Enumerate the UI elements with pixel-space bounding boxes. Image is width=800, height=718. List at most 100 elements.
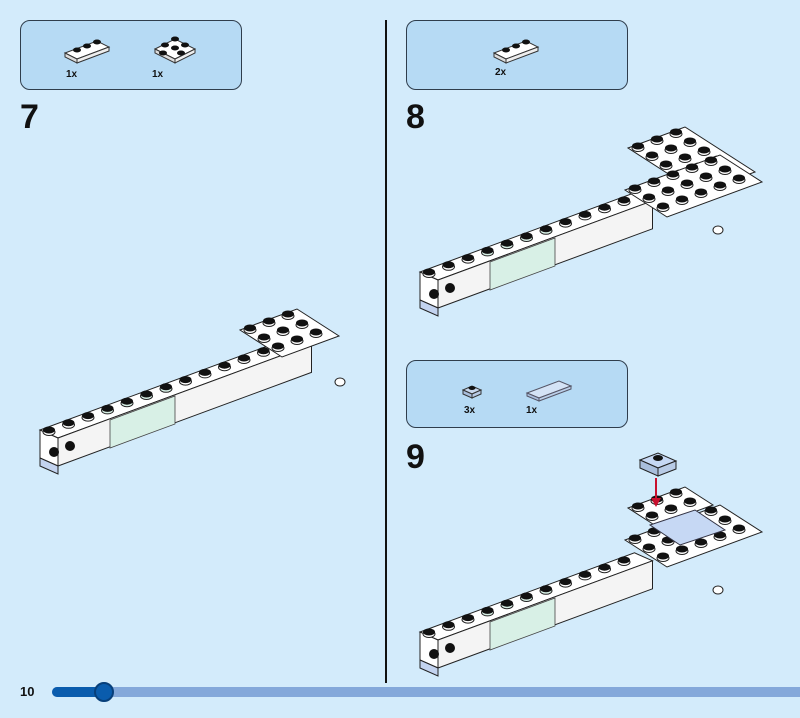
stud-top	[258, 333, 270, 341]
stud-top	[257, 347, 270, 355]
stud-top	[719, 515, 731, 523]
plate-1x3-icon	[63, 39, 111, 64]
stud-top	[140, 390, 153, 398]
stud-top	[579, 210, 591, 218]
stud-top	[618, 196, 630, 204]
page-divider	[385, 20, 387, 683]
stud-top	[629, 184, 641, 192]
beam-end-plate	[419, 659, 439, 677]
stud-top	[657, 552, 669, 560]
stud-top	[684, 137, 696, 145]
axle-end	[334, 377, 346, 387]
part-quantity: 1x	[526, 405, 538, 416]
stud-top	[291, 335, 303, 343]
stud-top	[670, 128, 682, 136]
stud-top	[442, 261, 455, 269]
progress-fill	[52, 687, 105, 697]
green-panel	[489, 597, 556, 651]
progress-knob	[94, 682, 115, 702]
stud-top	[559, 578, 572, 586]
stud-top	[646, 151, 658, 159]
progress-bar	[52, 682, 800, 702]
stud-top	[540, 225, 552, 233]
stud-top	[629, 534, 641, 542]
stud-top	[660, 160, 672, 168]
stud-top	[179, 376, 192, 384]
stud-top	[160, 383, 172, 391]
stud-top	[559, 218, 572, 226]
step-number: 7	[20, 98, 39, 136]
stud-top	[643, 543, 655, 551]
green-panel	[109, 395, 176, 449]
step-7-parts-box: 1x 1x	[20, 20, 242, 90]
stud-top	[733, 524, 745, 532]
stud-top	[686, 163, 698, 171]
stud-top	[43, 426, 55, 434]
stud-top	[540, 585, 552, 593]
stud-top	[618, 556, 630, 564]
stud-top	[681, 179, 693, 187]
axle-end	[712, 225, 724, 235]
stud-top	[648, 177, 660, 185]
part-quantity: 1x	[66, 69, 78, 80]
stud-top	[423, 268, 435, 276]
round-plate-1x1-icon	[461, 385, 483, 399]
stud-top	[238, 354, 250, 362]
stud-top	[579, 570, 591, 578]
beam-end-plate	[419, 299, 439, 317]
stud-top	[698, 146, 710, 154]
part-quantity: 2x	[495, 67, 507, 78]
stud-top	[695, 188, 707, 196]
stud-top	[62, 419, 75, 427]
stud-top	[272, 342, 284, 350]
pin-hole	[429, 289, 439, 299]
stud-top	[679, 153, 691, 161]
stud-top	[665, 144, 677, 152]
stud-top	[700, 172, 712, 180]
stud-top	[423, 628, 435, 636]
stud-top	[705, 506, 717, 514]
round-plate-side	[657, 460, 677, 477]
stud-top	[481, 246, 494, 254]
stud-top	[501, 599, 513, 607]
plate-1x3-icon	[492, 39, 540, 64]
stud-top	[676, 545, 688, 553]
stud-top	[501, 239, 513, 247]
stud-top	[263, 317, 275, 325]
stud-top	[665, 504, 677, 512]
pin-hole	[49, 447, 59, 457]
stud-top	[733, 174, 745, 182]
stud-top	[653, 455, 663, 461]
stud-top	[282, 310, 294, 318]
stud-top	[643, 193, 655, 201]
stud-top	[442, 621, 455, 629]
stud-top	[714, 531, 726, 539]
stud-top	[462, 254, 474, 262]
stud-top	[101, 404, 114, 412]
step-number: 9	[406, 438, 425, 476]
arrow-head-icon	[651, 498, 661, 507]
step-9-parts-box: 3x 1x	[406, 360, 628, 428]
stud-top	[667, 170, 679, 178]
pin-hole	[445, 283, 455, 293]
stud-top	[199, 368, 211, 376]
plate-cross-icon	[153, 36, 197, 64]
stud-top	[695, 538, 707, 546]
stud-top	[705, 156, 717, 164]
stud-top	[462, 614, 474, 622]
tile-1x4-icon	[525, 380, 573, 402]
stud-top	[714, 181, 726, 189]
pin-hole	[445, 643, 455, 653]
stud-top	[598, 563, 611, 571]
stud-top	[657, 202, 669, 210]
pin-hole	[65, 441, 75, 451]
step-8-parts-box: 2x	[406, 20, 628, 90]
stud-top	[670, 488, 682, 496]
axle-end	[712, 585, 724, 595]
stud-top	[277, 326, 289, 334]
stud-top	[121, 397, 133, 405]
pin-hole	[429, 649, 439, 659]
stud-top	[646, 511, 658, 519]
part-quantity: 3x	[464, 405, 476, 416]
